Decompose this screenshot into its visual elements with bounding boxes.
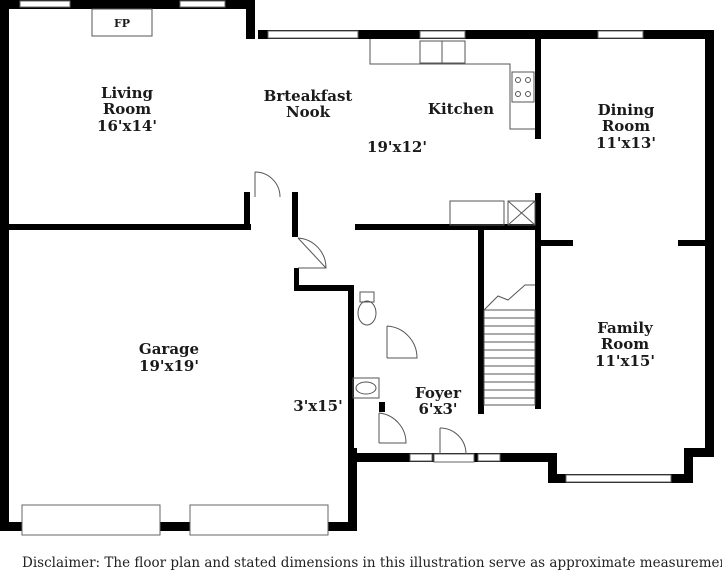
svg-text:Room: Room bbox=[601, 335, 649, 353]
interior-walls bbox=[9, 39, 708, 453]
fireplace-label: FP bbox=[114, 17, 130, 30]
svg-text:19'x19': 19'x19' bbox=[139, 357, 199, 375]
svg-text:Nook: Nook bbox=[286, 103, 331, 121]
sink-vanity bbox=[352, 377, 380, 399]
room-labels: Living Room 16'x14' Brteakfast Nook Kitc… bbox=[97, 84, 656, 418]
stove bbox=[511, 71, 535, 103]
doors bbox=[254, 171, 475, 463]
exterior-walls bbox=[0, 0, 714, 531]
toilet-bowl bbox=[357, 300, 377, 326]
svg-text:Dining: Dining bbox=[598, 101, 655, 119]
stair-break-line bbox=[483, 284, 535, 311]
svg-text:16'x14': 16'x14' bbox=[97, 117, 157, 135]
kitchen-fixtures bbox=[369, 39, 536, 226]
breakfast-nook-label: Brteakfast Nook bbox=[264, 87, 353, 121]
staircase bbox=[483, 309, 536, 406]
living-room-label: Living Room 16'x14' bbox=[97, 84, 157, 135]
foyer-label: Foyer 6'x3' bbox=[415, 384, 462, 418]
svg-text:Brteakfast: Brteakfast bbox=[264, 87, 353, 105]
fireplace: FP bbox=[91, 8, 153, 37]
svg-text:11'x13': 11'x13' bbox=[596, 134, 656, 152]
svg-text:Room: Room bbox=[103, 100, 151, 118]
garage-label: Garage 19'x19' bbox=[139, 340, 199, 375]
svg-text:6'x3': 6'x3' bbox=[418, 400, 457, 418]
half-bath-fixtures bbox=[352, 291, 380, 399]
svg-text:Foyer: Foyer bbox=[415, 384, 462, 402]
svg-text:Living: Living bbox=[101, 84, 154, 102]
svg-text:Family: Family bbox=[597, 319, 654, 337]
disclaimer-text: Disclaimer: The floor plan and stated di… bbox=[22, 555, 722, 571]
dining-room-label: Dining Room 11'x13' bbox=[596, 101, 656, 152]
hall-dims-label: 3'x15' bbox=[293, 397, 342, 415]
fridge bbox=[507, 200, 536, 226]
svg-text:Room: Room bbox=[602, 117, 650, 135]
svg-text:Kitchen: Kitchen bbox=[428, 100, 494, 118]
kitchen-island bbox=[449, 200, 505, 226]
family-room-label: Family Room 11'x15' bbox=[595, 319, 655, 370]
svg-text:Garage: Garage bbox=[139, 340, 199, 358]
windows bbox=[19, 0, 672, 536]
kitchen-label: Kitchen 19'x12' bbox=[367, 100, 494, 156]
svg-text:11'x15': 11'x15' bbox=[595, 352, 655, 370]
svg-text:19'x12': 19'x12' bbox=[367, 138, 427, 156]
toilet-tank bbox=[359, 291, 375, 303]
